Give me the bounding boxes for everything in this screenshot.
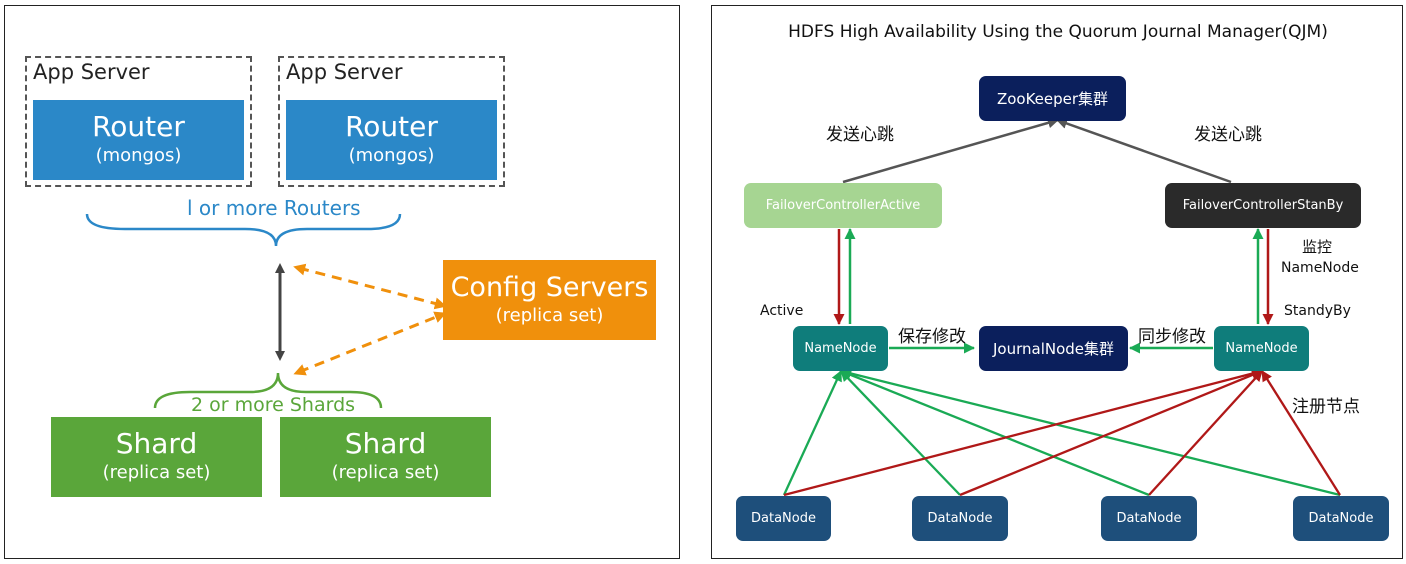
failover-controller-standby: FailoverControllerStanBy — [1165, 183, 1361, 228]
namenode-active: NameNode — [793, 326, 888, 371]
router-subtitle: (mongos) — [95, 145, 182, 166]
shard-box-1: Shard (replica set) — [51, 417, 262, 497]
save-edit-label: 保存修改 — [898, 327, 966, 347]
router-box-1: Router (mongos) — [33, 100, 244, 180]
dn3-to-nn-right — [1148, 370, 1263, 496]
shard-subtitle: (replica set) — [331, 462, 440, 483]
zookeeper-cluster: ZooKeeper集群 — [979, 76, 1126, 121]
register-node-label: 注册节点 — [1292, 397, 1360, 417]
diagram-title: HDFS High Availability Using the Quorum … — [788, 22, 1328, 42]
monitor-namenode-label: NameNode — [1281, 260, 1359, 276]
config-router-arrow — [293, 263, 447, 310]
active-label: Active — [760, 303, 804, 319]
dn4-to-nn-left — [840, 368, 1341, 497]
datanode-2: DataNode — [912, 496, 1008, 541]
router-subtitle: (mongos) — [348, 145, 435, 166]
namenode-standby: NameNode — [1214, 326, 1309, 371]
heartbeat-label-right: 发送心跳 — [1194, 125, 1262, 145]
heartbeat-arrow-left — [842, 117, 1059, 184]
hdfs-connectors — [782, 117, 1341, 497]
config-shard-arrow — [293, 311, 447, 376]
datanode-3: DataNode — [1101, 496, 1197, 541]
router-title: Router — [345, 110, 438, 143]
config-title: Config Servers — [450, 272, 649, 303]
app-server-label: App Server — [286, 60, 403, 84]
router-box-2: Router (mongos) — [286, 100, 497, 180]
dn1-to-nn-left — [782, 370, 843, 496]
hdfs-ha-panel: HDFS High Availability Using the Quorum … — [711, 5, 1403, 559]
standby-label: StandyBy — [1284, 303, 1351, 319]
dn1-to-nn-right — [783, 368, 1263, 497]
config-servers-box: Config Servers (replica set) — [443, 260, 656, 340]
dn2-to-nn-right — [959, 369, 1263, 497]
datanode-1: DataNode — [736, 496, 831, 541]
heartbeat-arrow-right — [1056, 118, 1232, 184]
shard-title: Shard — [344, 427, 427, 460]
monitor-label: 监控 — [1302, 238, 1333, 256]
shard-subtitle: (replica set) — [102, 462, 211, 483]
config-subtitle: (replica set) — [495, 305, 604, 326]
dn2-to-nn-left — [840, 370, 961, 496]
routers-brace — [85, 213, 402, 247]
shards-brace — [153, 372, 383, 409]
mongodb-connectors — [85, 213, 447, 409]
journalnode-cluster: JournalNode集群 — [979, 326, 1128, 371]
mongodb-architecture-panel: App Server Router (mongos) App Server Ro… — [4, 5, 680, 559]
failover-controller-active: FailoverControllerActive — [744, 183, 942, 228]
dn4-to-nn-right — [1261, 370, 1341, 496]
sync-edit-label: 同步修改 — [1138, 327, 1206, 347]
router-title: Router — [92, 110, 185, 143]
heartbeat-label-left: 发送心跳 — [826, 125, 894, 145]
shard-title: Shard — [115, 427, 198, 460]
shards-label: 2 or more Shards — [191, 394, 356, 416]
app-server-label: App Server — [33, 60, 150, 84]
app-server-box-1: App Server — [25, 56, 252, 187]
dn3-to-nn-left — [840, 369, 1150, 497]
app-server-box-2: App Server — [278, 56, 505, 187]
routers-label: l or more Routers — [187, 196, 361, 220]
datanode-4: DataNode — [1293, 496, 1389, 541]
shard-box-2: Shard (replica set) — [280, 417, 491, 497]
